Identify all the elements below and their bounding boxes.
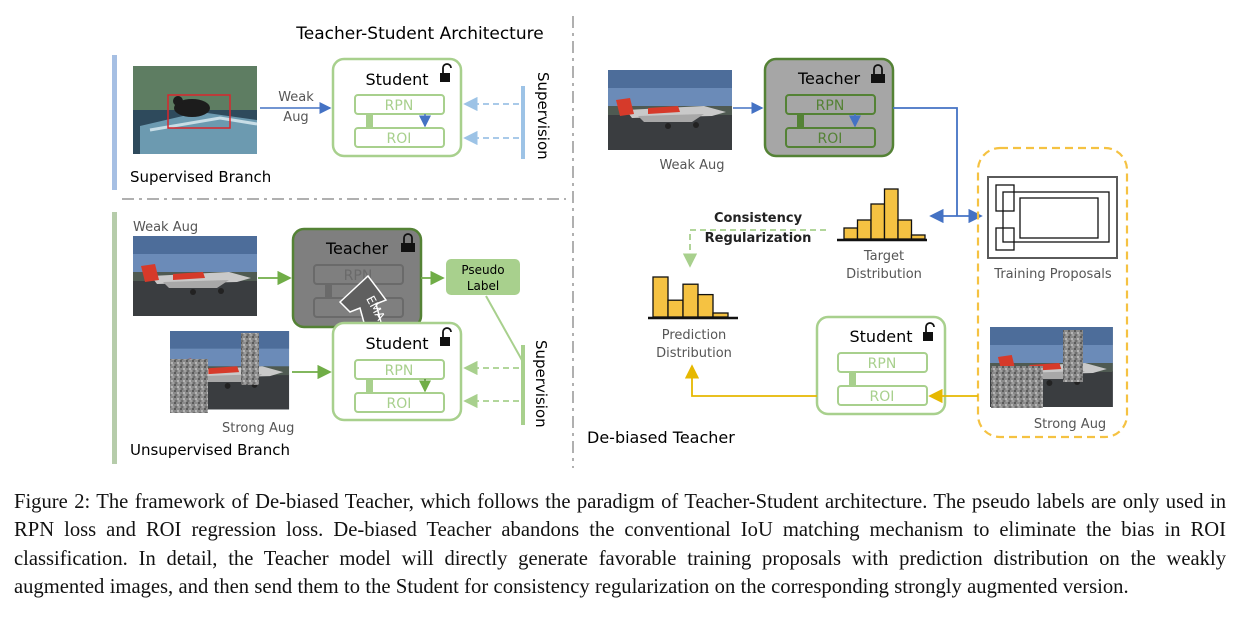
prediction-bar-1 [652,276,669,318]
prediction-bar-3 [682,283,699,318]
right-strong-aug-label: Strong Aug [1034,417,1106,432]
consistency-arrow [682,229,826,268]
target-bar-4 [883,188,899,240]
bird-image [133,66,258,154]
lock-icon [401,233,415,252]
training-proposals-diagram [987,176,1118,259]
consistency-line2: Regularization [705,231,812,246]
supervised-aug-label-2: Aug [283,110,308,125]
pseudo-label-line2: Label [467,279,499,293]
unsupervised-supervision-label: Supervision [532,340,550,428]
right-strong-aug-plane-image [990,327,1113,408]
supervised-branch-label: Supervised Branch [130,168,271,186]
prediction-arrow [684,364,817,397]
target-bar-2 [856,219,872,240]
right-student-box: Student RPN ROI [815,315,947,416]
teacher-title: Teacher [325,239,388,258]
figure-caption: Figure 2: The framework of De-biased Tea… [14,491,1226,599]
student-title-2: Student [366,334,429,353]
right-teacher-rpn-label: RPN [816,98,845,114]
unsupervised-branch-label: Unsupervised Branch [130,441,290,459]
lock-icon-right [871,64,885,83]
pseudo-label-line1: Pseudo [461,263,504,277]
consistency-line1: Consistency [714,211,803,226]
roi-label: ROI [387,131,412,147]
unlock-icon-2 [440,327,452,346]
unsupervised-teacher-box: Teacher RPN [291,227,423,329]
unlock-icon-right [923,322,935,341]
student-title: Student [366,70,429,89]
right-student-title: Student [850,327,913,346]
weak-aug-plane-image [133,236,257,316]
unsupervised-branch-bar [112,212,117,464]
right-student-rpn-label: RPN [868,356,897,372]
target-bar-1 [843,227,859,240]
target-distribution-line1: Target [863,249,904,264]
prediction-distribution-histogram [652,276,729,318]
target-bar-5 [897,219,913,240]
unsupervised-supervision-bar [521,345,525,425]
prediction-bar-4 [697,293,714,318]
unsupervised-weak-aug-label: Weak Aug [133,220,198,235]
right-weak-aug-label: Weak Aug [659,158,724,173]
target-distribution-histogram [843,188,926,240]
debiased-title: De-biased Teacher [587,428,735,447]
architecture-title: Teacher-Student Architecture [295,24,543,44]
unsupervised-student-box: Student RPN ROI [331,321,463,422]
prediction-distribution-line2: Distribution [656,346,732,361]
target-bar-6 [910,234,926,240]
unlock-icon [440,63,452,82]
right-student-roi-label: ROI [870,389,895,405]
right-teacher-roi-label: ROI [818,131,843,147]
unsupervised-strong-aug-label: Strong Aug [222,421,294,436]
prediction-distribution-line1: Prediction [662,328,727,343]
prediction-bar-5 [712,312,729,318]
strong-aug-plane-image-left [170,331,290,413]
roi-label-2: ROI [387,396,412,412]
supervised-supervision-bar [521,86,525,159]
pseudo-label-box: Pseudo Label [446,259,520,295]
training-proposals-label: Training Proposals [993,267,1112,282]
target-bar-3 [870,203,886,240]
supervised-branch-bar [112,55,117,190]
supervised-aug-label-1: Weak [278,90,314,105]
supervised-supervision-label: Supervision [534,72,552,160]
target-distribution-line2: Distribution [846,267,922,282]
framework-figure: Teacher-Student Architecture Weak Aug Su… [112,16,1129,468]
prediction-bar-2 [667,299,684,318]
right-teacher-title: Teacher [797,69,860,88]
right-teacher-box: Teacher RPN ROI [763,57,895,158]
rpn-label-2: RPN [385,363,414,379]
training-proposals-container [976,146,1129,439]
right-weak-aug-plane-image [608,70,732,150]
supervised-student-box: Student RPN ROI [331,57,463,158]
rpn-label: RPN [385,98,414,114]
